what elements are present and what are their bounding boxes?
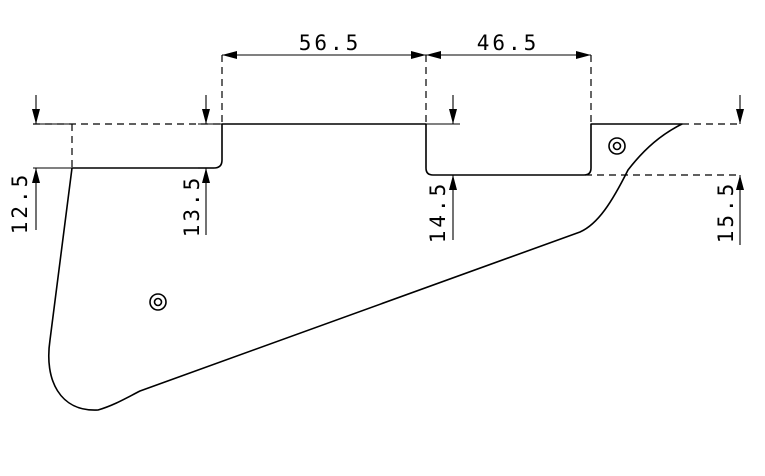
- dimension-top-right: 46.5: [426, 31, 591, 59]
- dimension-label: 14.5: [426, 181, 450, 244]
- dimension-second-depth: 13.5: [180, 95, 222, 237]
- pickguard-shape: [48, 123, 683, 411]
- dimension-label: 12.5: [8, 172, 32, 235]
- mounting-hole-right: [608, 137, 626, 155]
- mounting-hole-left: [149, 293, 167, 311]
- arrow-right: [411, 51, 426, 59]
- dimension-label: 46.5: [477, 31, 540, 55]
- dimension-left-depth: 12.5: [8, 95, 72, 234]
- dimension-third-depth: 14.5: [426, 95, 460, 243]
- dimension-top-left: 56.5: [222, 31, 426, 59]
- pickguard-outline: [48, 123, 683, 411]
- dimension-label: 56.5: [299, 31, 362, 55]
- dimension-label: 15.5: [714, 181, 738, 244]
- arrow-right: [576, 51, 591, 59]
- reference-lines: [33, 55, 740, 176]
- arrow-left: [222, 51, 237, 59]
- arrow-left: [426, 51, 441, 59]
- dimension-right-depth: 15.5: [714, 95, 744, 245]
- dimension-label: 13.5: [180, 175, 204, 238]
